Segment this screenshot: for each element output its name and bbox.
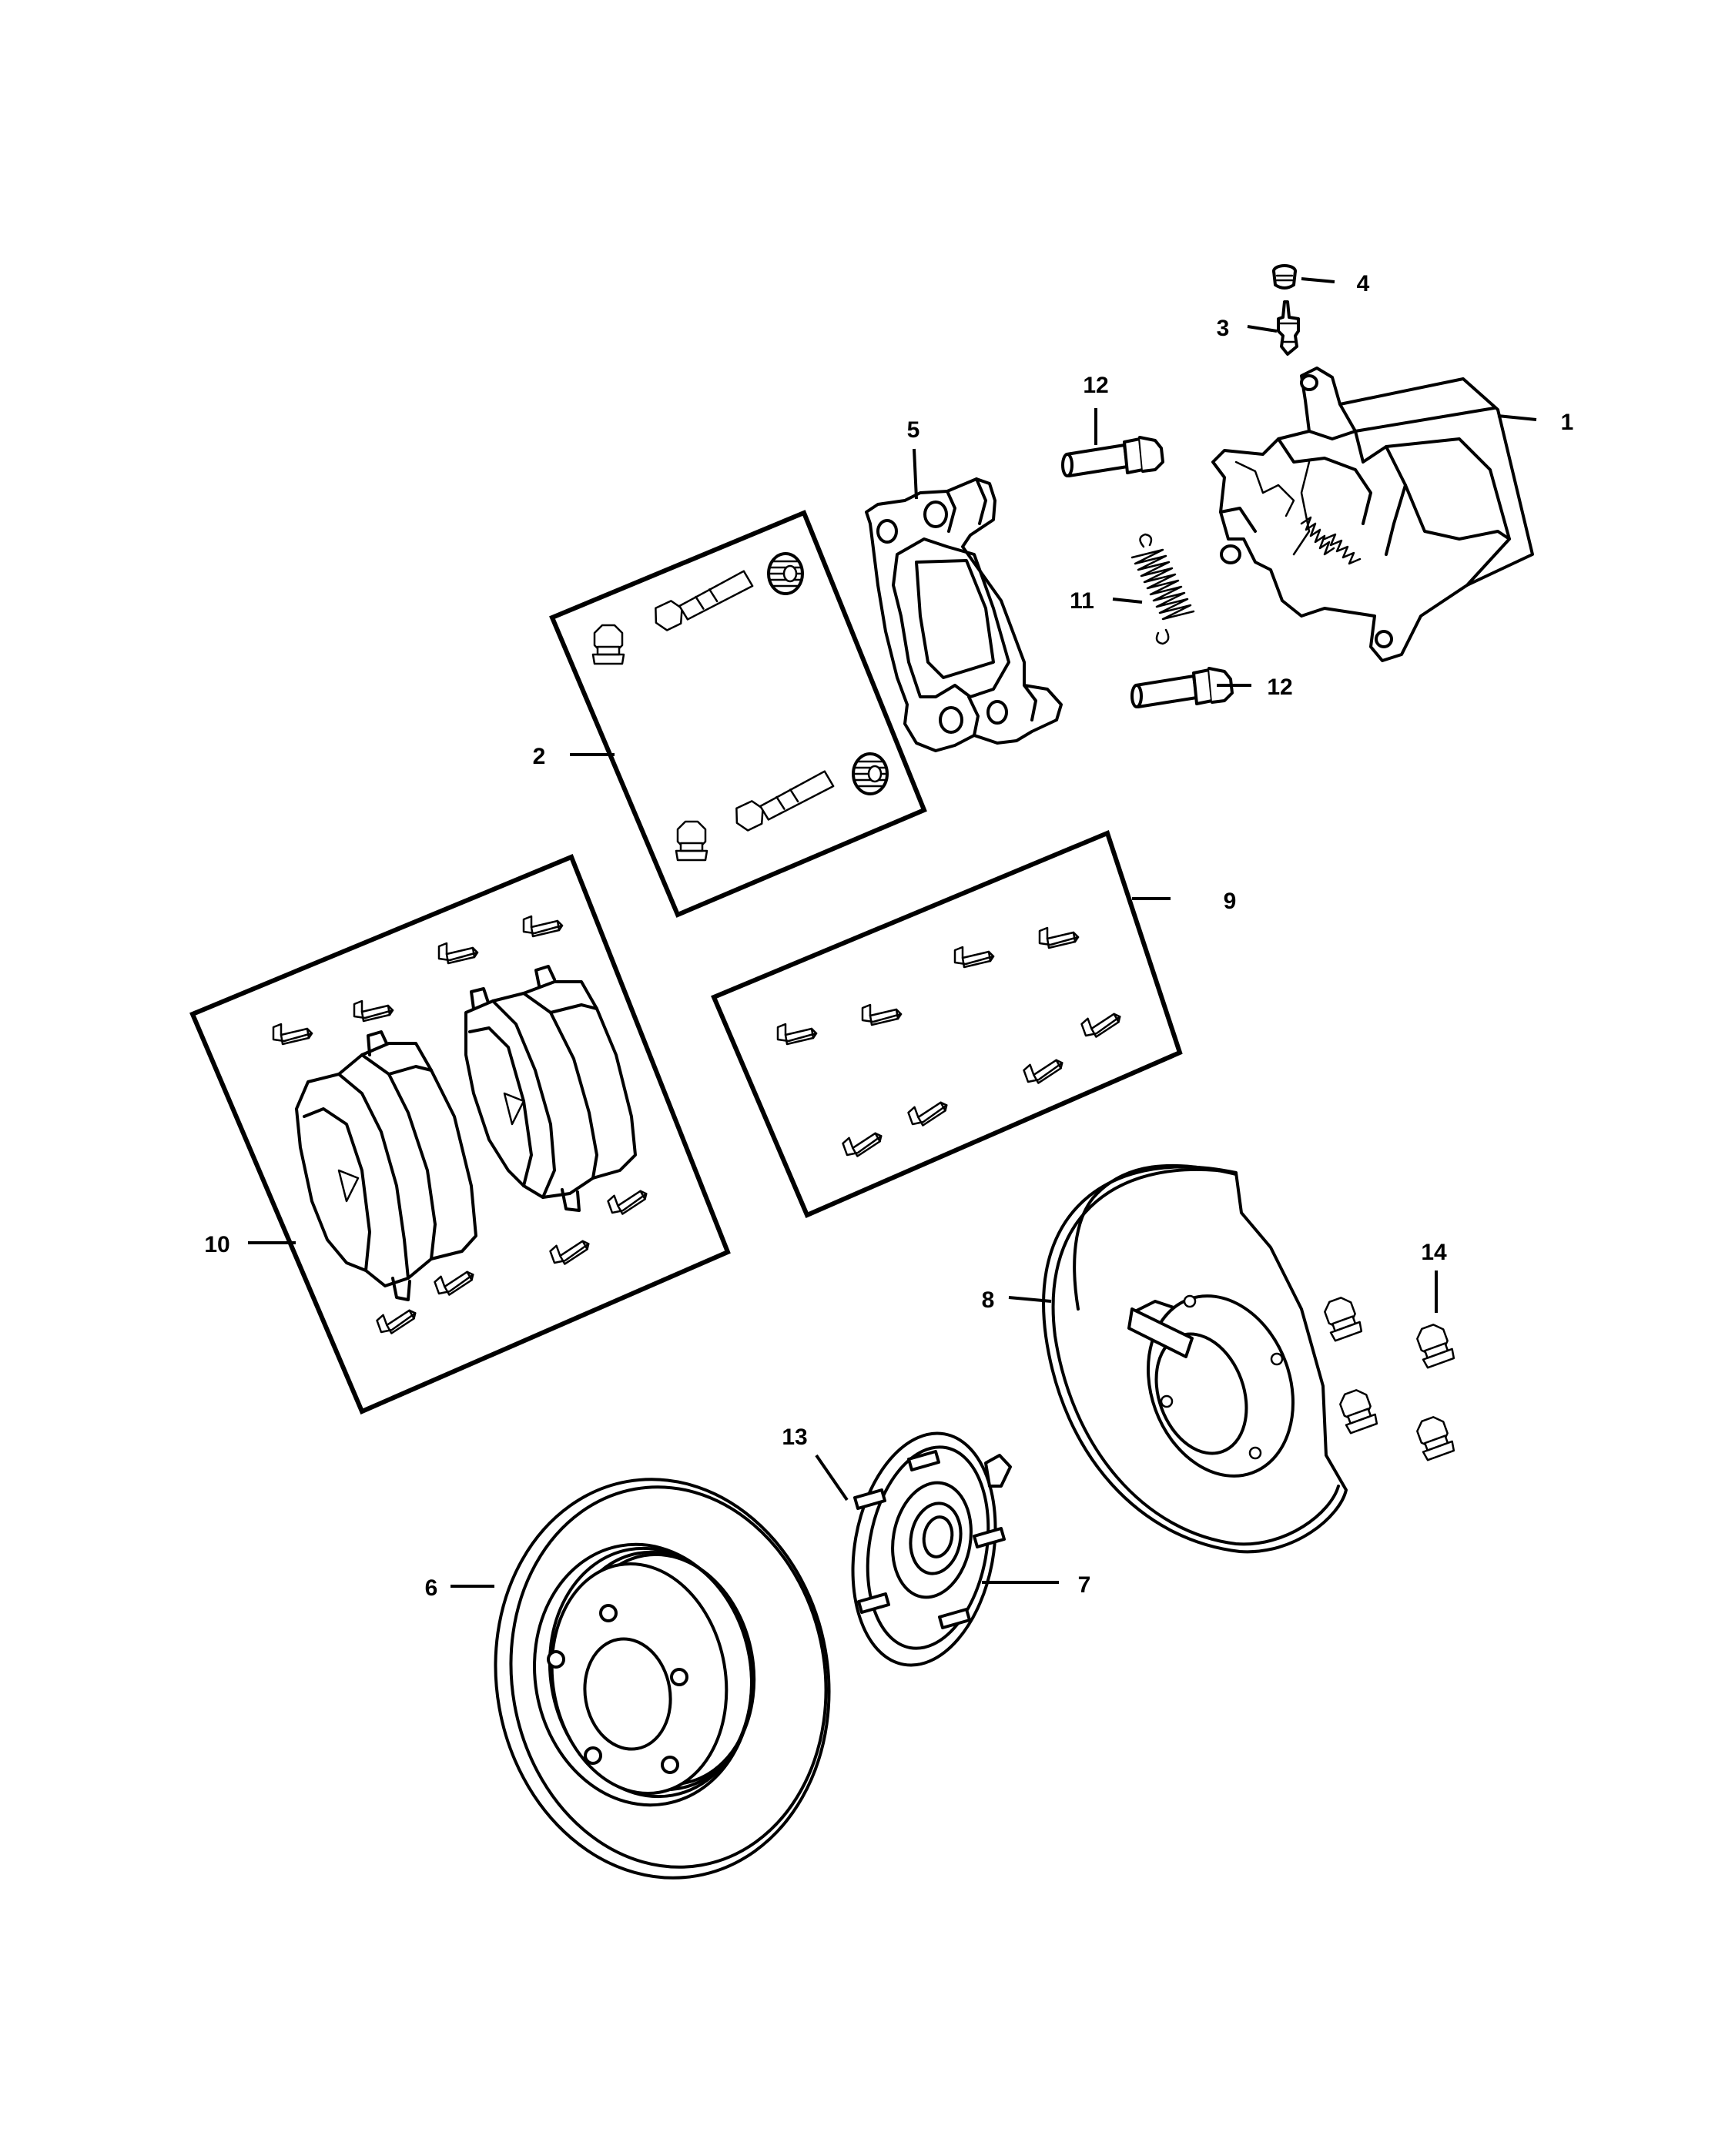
- callout-9: 9: [1224, 889, 1237, 914]
- callout-14: 14: [1421, 1240, 1447, 1265]
- callout-1: 1: [1561, 410, 1574, 435]
- caliper: [1211, 367, 1534, 662]
- callout-12-bottom: 12: [1267, 675, 1292, 700]
- hardware-kit-box: [549, 510, 927, 918]
- shield-bolt-1: [1319, 1293, 1364, 1343]
- callout-7: 7: [1078, 1572, 1091, 1598]
- pad-kit-box: [189, 854, 731, 1414]
- shield-bolt-4: [1412, 1412, 1456, 1462]
- spring: [1130, 533, 1195, 645]
- hub-bearing: [851, 1431, 1012, 1667]
- callout-4: 4: [1357, 271, 1370, 296]
- bleeder-screw: [1277, 300, 1300, 356]
- callout-10: 10: [204, 1232, 229, 1257]
- callout-13: 13: [782, 1424, 807, 1450]
- guide-bolt-bottom: [1130, 667, 1234, 708]
- callout-3: 3: [1217, 316, 1230, 341]
- callout-5: 5: [907, 417, 920, 443]
- shield-bolt-2: [1412, 1320, 1456, 1370]
- dust-shield: [1042, 1163, 1348, 1554]
- callout-2: 2: [533, 744, 546, 769]
- callout-11: 11: [1070, 588, 1094, 614]
- callout-6: 6: [425, 1575, 438, 1601]
- clip-kit-box: [711, 829, 1183, 1218]
- brake-pad-left: [295, 1030, 477, 1301]
- brake-rotor: [494, 1478, 831, 1880]
- callout-12-top: 12: [1083, 373, 1108, 398]
- caliper-bracket: [865, 477, 1063, 752]
- callout-8: 8: [982, 1287, 995, 1313]
- bleeder-cap: [1272, 264, 1297, 290]
- shield-bolt-3: [1335, 1385, 1379, 1435]
- guide-bolt-top: [1061, 436, 1164, 477]
- brake-pad-right: [464, 965, 637, 1212]
